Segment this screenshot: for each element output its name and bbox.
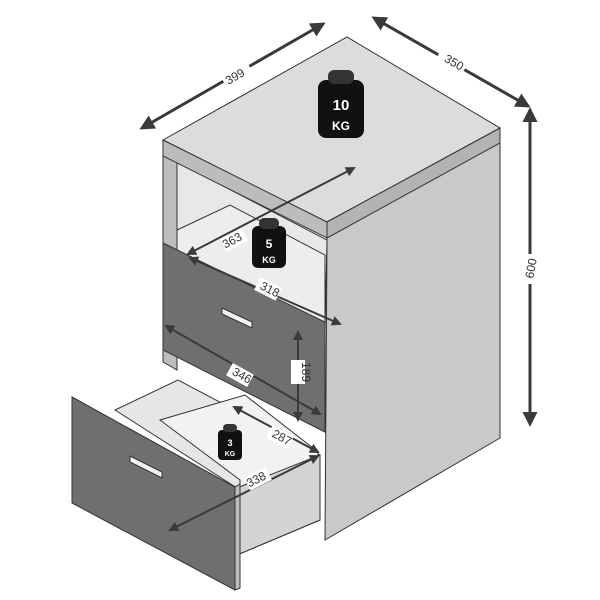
lower-drawer-handle[interactable] (129, 455, 163, 479)
arrow-shelf-depth (186, 167, 356, 255)
lower-drawer-front-edge (234, 483, 241, 591)
label-height: 600 (522, 257, 539, 279)
svg-text:KG: KG (262, 255, 276, 265)
weight-10kg: 10 KG (318, 70, 364, 138)
svg-text:KG: KG (225, 451, 236, 458)
svg-text:KG: KG (332, 119, 350, 133)
cabinet (71, 36, 502, 591)
label-drawer-height: 189 (299, 362, 313, 382)
arrow-drawer-inner-width (168, 455, 320, 531)
svg-text:3: 3 (227, 438, 232, 448)
svg-text:10: 10 (333, 97, 350, 114)
svg-text:5: 5 (266, 237, 273, 251)
